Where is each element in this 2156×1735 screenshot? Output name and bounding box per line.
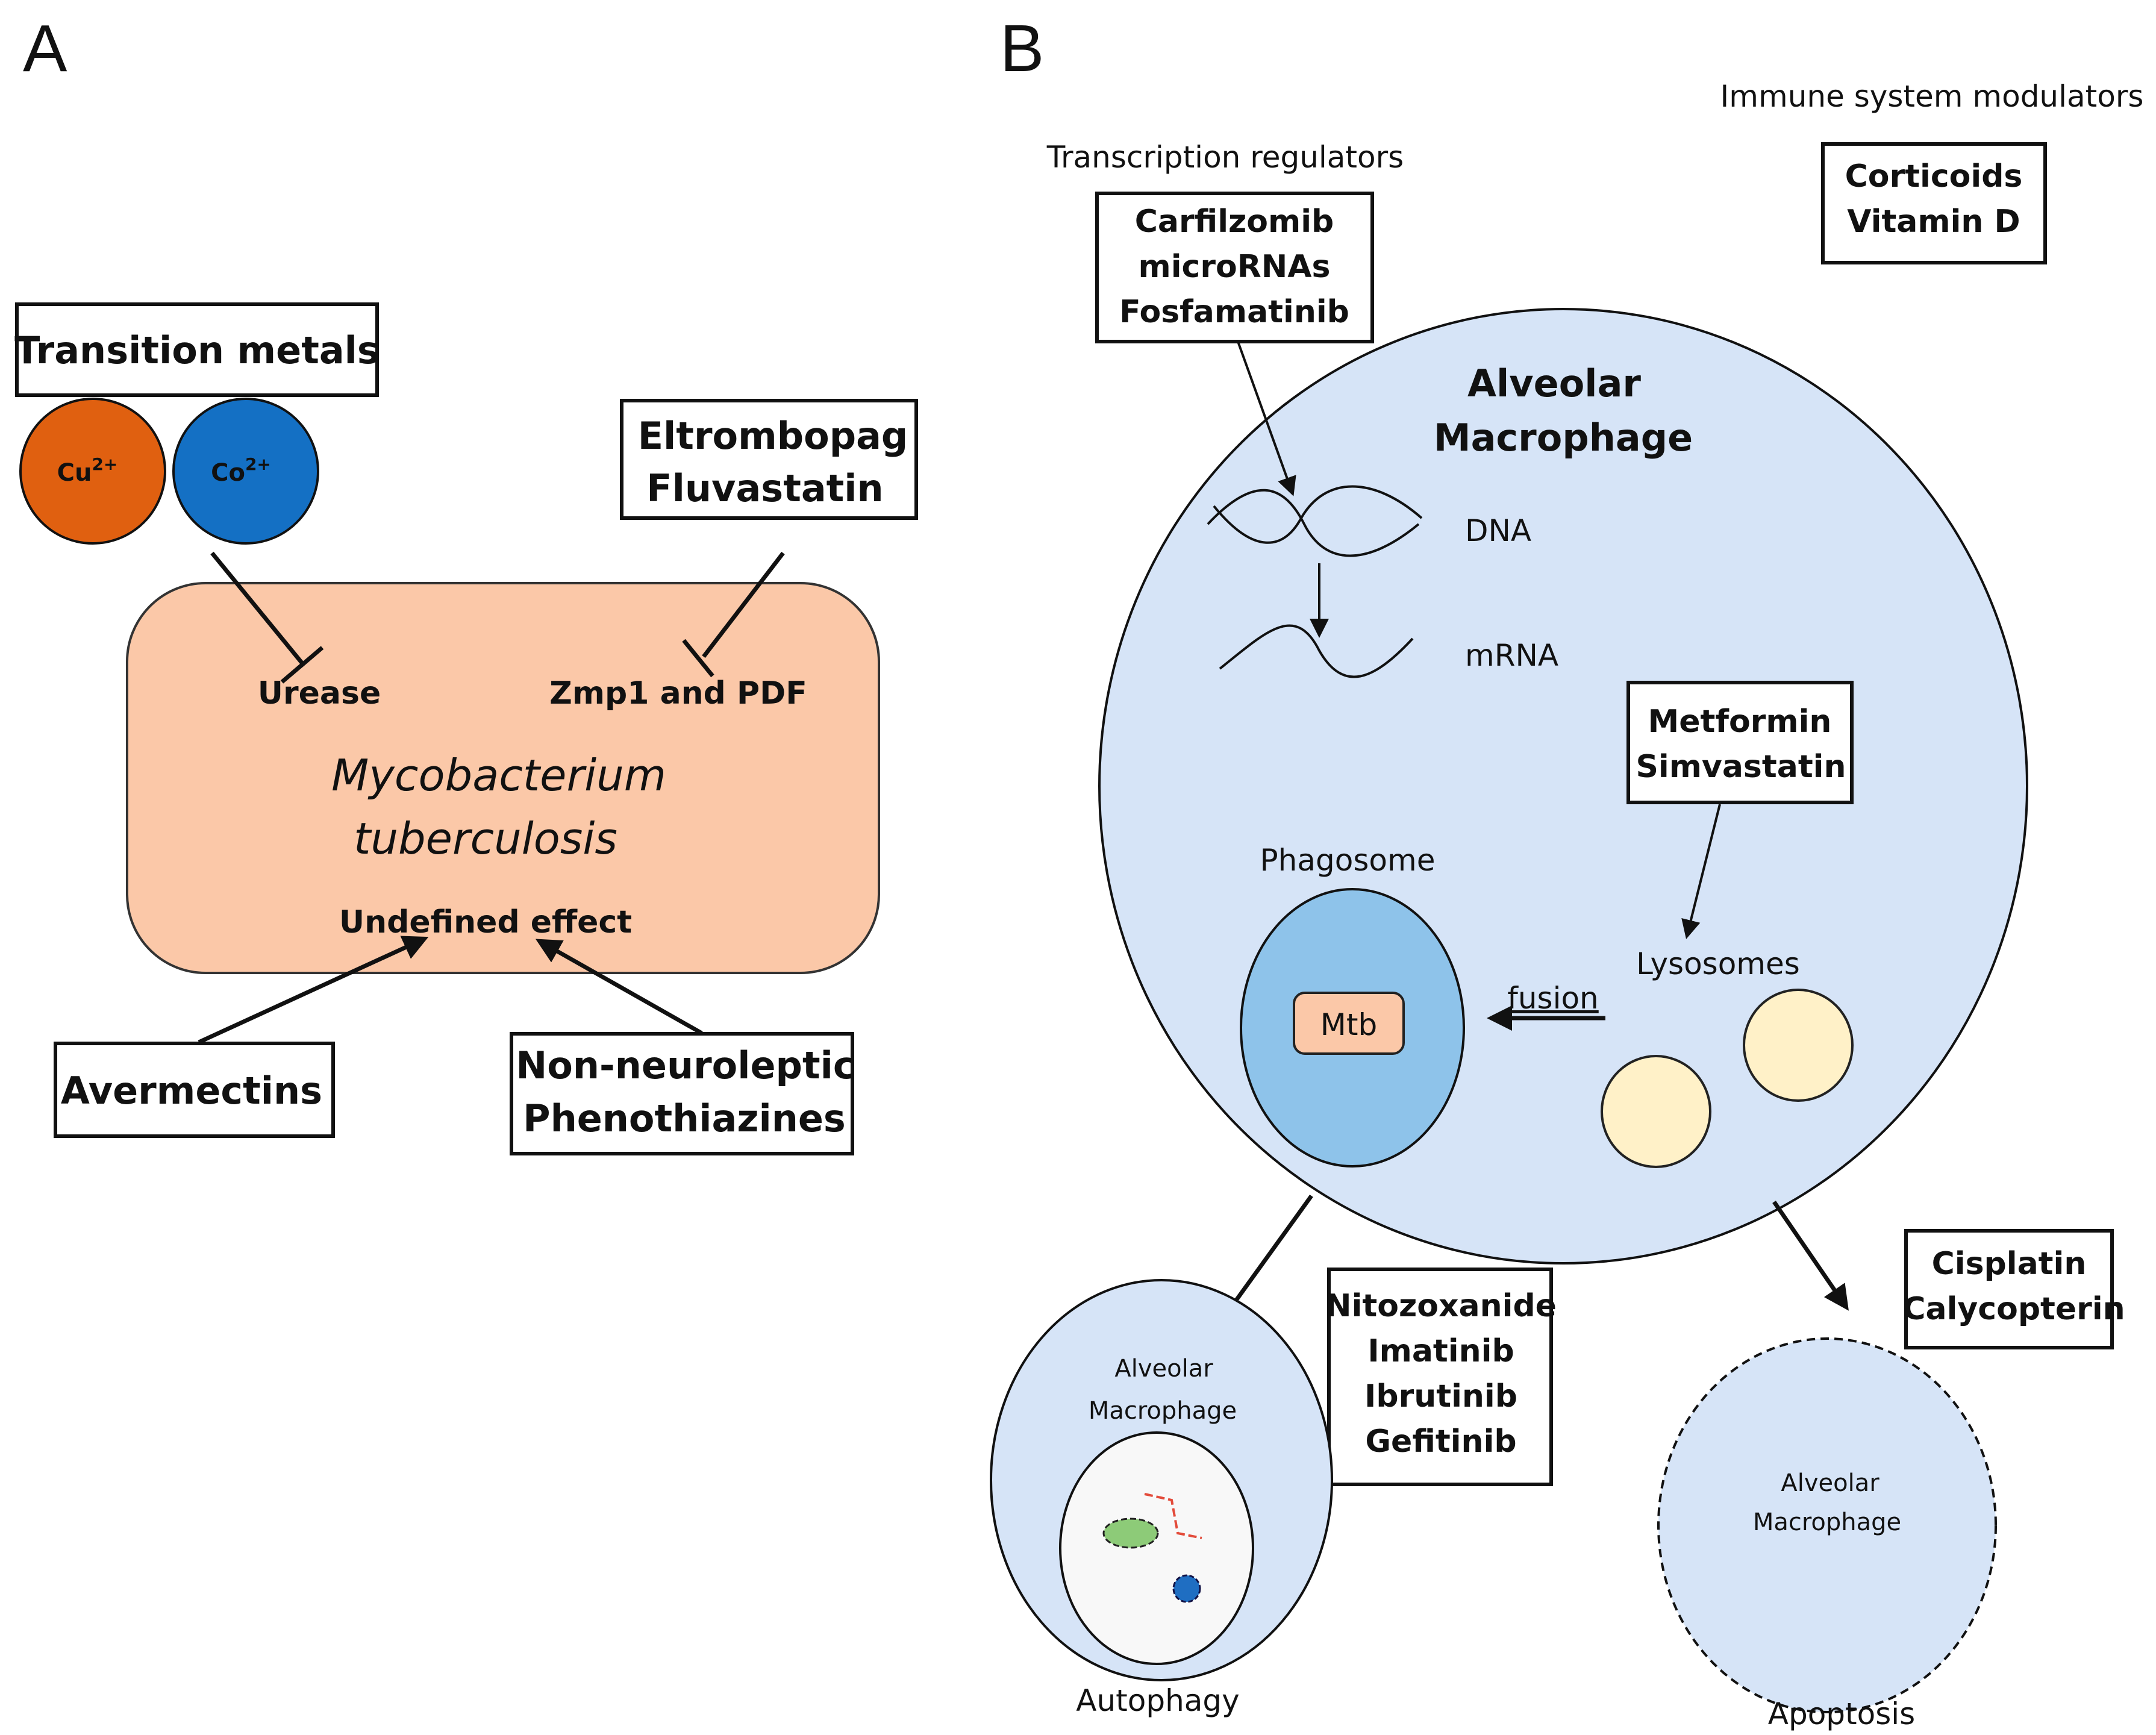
transcription-regulators-heading: Transcription regulators [1046, 140, 1404, 175]
drug-label: Ibrutinib [1364, 1378, 1517, 1415]
mycobacterium-cell: Urease Zmp1 and PDF Mycobacterium tuberc… [126, 582, 880, 974]
mrna-icon [1219, 624, 1414, 678]
drug-label: Avermectins [61, 1069, 322, 1113]
apoptosis-cell-label-line2: Macrophage [1753, 1508, 1901, 1536]
panel-a: A Transition metals Cu2+ Co2+ Eltrombopa… [14, 11, 918, 1155]
transcription-regulators-box: Carfilzomib microRNAs Fosfamatinib [1095, 192, 1374, 343]
transition-metals-title: Transition metals [14, 328, 380, 372]
drug-label: Eltrombopag [638, 414, 908, 458]
undefined-effect-label: Undefined effect [339, 904, 632, 940]
drug-label: Calycopterin [1902, 1291, 2125, 1327]
copper-ion-circle [19, 398, 166, 545]
mrna-label: mRNA [1465, 638, 1558, 673]
autophagy-cell: Alveolar Macrophage Autophagy [990, 1279, 1333, 1718]
apoptosis-cell: Alveolar Macrophage Apoptosis [1657, 1337, 1997, 1731]
panel-letter-a: A [23, 11, 67, 86]
inhibition-urease [210, 551, 324, 684]
apoptosis-drugs-box: Cisplatin Calycopterin [1902, 1229, 2125, 1349]
immune-modulators-box: Corticoids Vitamin D [1821, 142, 2047, 264]
drug-label: microRNAs [1139, 249, 1331, 285]
mycobacterium-name-line2: tuberculosis [354, 813, 617, 864]
phenothiazines-arrow [535, 939, 703, 1036]
ion-cobalt: Co2+ [172, 398, 319, 545]
apoptosis-drugs-frame [1904, 1229, 2114, 1349]
dna-strand-1 [1207, 489, 1420, 557]
drug-label: Corticoids [1845, 158, 2023, 195]
drug-label: Imatinib [1367, 1333, 1514, 1369]
transition-metals-box: Transition metals [14, 302, 380, 397]
immune-modulators-heading: Immune system modulators [1720, 79, 2144, 114]
urease-label: Urease [258, 675, 381, 711]
inhibition-line [702, 551, 785, 658]
drug-label: Simvastatin [1636, 749, 1846, 785]
transcription-frame [1095, 192, 1374, 343]
autophagy-cell-label-line2: Macrophage [1089, 1397, 1237, 1425]
drug-label: Metformin [1648, 704, 1832, 740]
transcription-arrow [1237, 341, 1296, 496]
lysosome-drugs-arrow [1681, 804, 1721, 939]
lysosome-vesicle [1743, 989, 1854, 1102]
panel-b: B Immune system modulators Corticoids Vi… [990, 11, 2144, 1731]
ion-copper: Cu2+ [19, 398, 166, 545]
apoptotic-macrophage [1657, 1337, 1997, 1713]
degraded-organelle-icon [1102, 1518, 1159, 1549]
drug-label: Non-neuroleptic [516, 1043, 855, 1087]
dna-icon [1207, 485, 1423, 557]
lysosome-drugs-box: Metformin Simvastatin [1626, 681, 1854, 804]
drug-label: Phenothiazines [523, 1096, 846, 1140]
lysosome-drugs-frame [1626, 681, 1854, 804]
mtb-bacterium [1293, 992, 1405, 1055]
drug-label: Fluvastatin [646, 466, 883, 510]
autophagy-drugs-box: Nitozoxanide Imatinib Ibrutinib Gefitini… [1325, 1268, 1557, 1486]
panel-letter-b: B [1000, 11, 1044, 86]
inhibition-bar-icon [682, 639, 714, 678]
lysosome-vesicle [1601, 1055, 1711, 1168]
apoptosis-caption: Apoptosis [1768, 1696, 1915, 1731]
dna-strand-2 [1213, 485, 1423, 544]
drug-label: Cisplatin [1932, 1246, 2087, 1282]
inhibition-zmp1 [682, 551, 785, 678]
eltrombopag-frame [620, 399, 918, 520]
drug-label: Gefitinib [1365, 1424, 1516, 1460]
phagosome-label: Phagosome [1260, 843, 1436, 878]
immune-frame [1821, 142, 2047, 264]
apoptosis-arrow [1772, 1201, 1849, 1311]
avermectins-box: Avermectins [54, 1042, 335, 1138]
eltrombopag-fluvastatin-box: Eltrombopag Fluvastatin [620, 399, 918, 520]
autophagy-drugs-frame [1327, 1268, 1553, 1486]
apoptosis-cell-label-line1: Alveolar [1781, 1469, 1879, 1497]
drug-label: Nitozoxanide [1325, 1288, 1557, 1324]
avermectins-arrow [198, 936, 429, 1045]
phenothiazines-box: Non-neuroleptic Phenothiazines [510, 1032, 855, 1155]
autophagosome [1059, 1431, 1254, 1665]
copper-ion-label: Cu2+ [57, 454, 118, 487]
degraded-strand-icon [1144, 1493, 1202, 1539]
cobalt-ion-label: Co2+ [211, 454, 271, 487]
transition-metals-frame [15, 302, 379, 397]
dna-label: DNA [1465, 513, 1531, 548]
zmp1-pdf-label: Zmp1 and PDF [549, 675, 807, 711]
cobalt-ion-circle [172, 398, 319, 545]
autophagy-cell-label-line1: Alveolar [1114, 1355, 1213, 1383]
drug-label: Carfilzomib [1135, 204, 1334, 240]
mycobacterium-name-line1: Mycobacterium [331, 750, 666, 801]
fusion-label: fusion [1507, 981, 1599, 1016]
mtb-label: Mtb [1320, 1007, 1377, 1042]
degraded-particle-icon [1172, 1574, 1201, 1603]
phenothiazines-frame [510, 1032, 854, 1155]
lysosomes-label: Lysosomes [1636, 946, 1800, 981]
drug-label: Fosfamatinib [1119, 294, 1349, 330]
inhibition-bar-icon [280, 646, 324, 684]
autophagy-caption: Autophagy [1076, 1683, 1239, 1718]
macrophage-title-line2: Macrophage [1434, 416, 1693, 460]
mycobacterium-body [126, 582, 880, 974]
inhibition-line [210, 551, 306, 667]
macrophage-title-line1: Alveolar [1467, 361, 1641, 405]
avermectins-frame [54, 1042, 335, 1138]
drug-label: Vitamin D [1847, 204, 2020, 240]
